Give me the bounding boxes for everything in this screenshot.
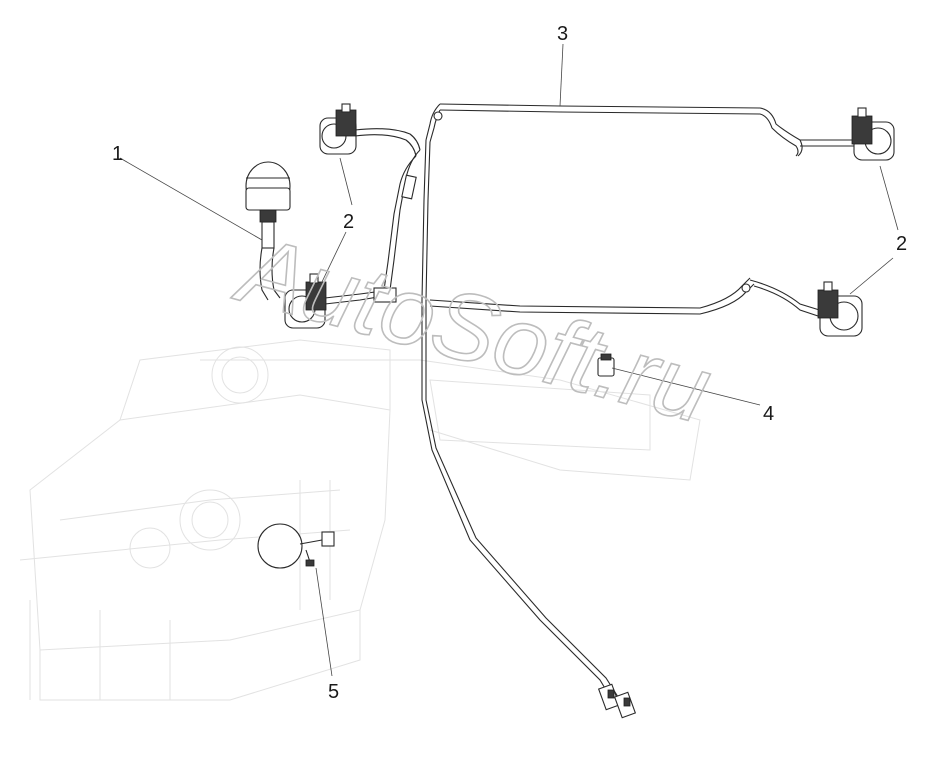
beacon-lamp [245, 161, 291, 301]
work-lamp-mid-left [284, 273, 327, 329]
background-cab-outline [19, 339, 701, 701]
work-lamp-top-right [851, 107, 895, 161]
watermark: AutoSoft.ru [225, 215, 721, 444]
callout-1: 1 [112, 143, 123, 165]
leader-lines [119, 43, 899, 677]
mirror [257, 523, 335, 569]
switch [597, 353, 615, 377]
work-lamp-top-left [319, 103, 357, 155]
callout-4: 4 [763, 403, 774, 425]
callout-2-right: 2 [896, 233, 907, 255]
callout-5: 5 [328, 681, 339, 703]
work-lamp-bottom-right [817, 281, 863, 337]
callout-3: 3 [557, 23, 568, 45]
wiring-harness [324, 103, 855, 719]
callout-2-left: 2 [343, 211, 354, 233]
